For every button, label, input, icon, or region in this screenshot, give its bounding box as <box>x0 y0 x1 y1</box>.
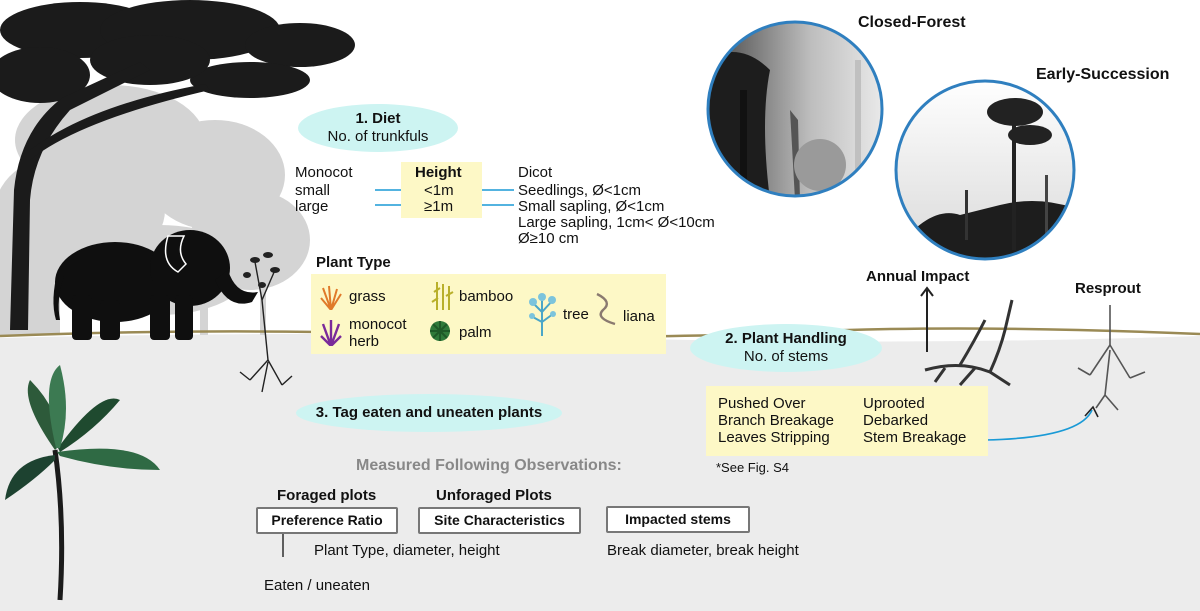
resprout-label: Resprout <box>1075 280 1141 297</box>
dicot-row: Seedlings, Ø<1cm <box>518 182 641 199</box>
liana-label: liana <box>623 308 655 325</box>
tree-icon <box>529 293 556 336</box>
preference-ratio-box: Preference Ratio <box>256 507 398 534</box>
height-header: Height <box>415 164 462 181</box>
elephant-ear <box>164 235 188 273</box>
resprout-plant <box>1077 305 1146 411</box>
stem-breakage-connector <box>984 409 1093 441</box>
impact-item: Stem Breakage <box>863 429 967 446</box>
impact-item: Debarked <box>863 412 929 429</box>
tree-label: tree <box>563 306 589 323</box>
impacts-box: Pushed Over Branch Breakage Leaves Strip… <box>706 386 988 456</box>
plant-handling-subtitle: No. of stems <box>743 348 829 365</box>
tree-silhouette <box>0 0 355 330</box>
dicot-row: Large sapling, 1cm< Ø<10cm <box>518 214 715 231</box>
tag-ellipse: 3. Tag eaten and uneaten plants <box>296 394 562 432</box>
impact-item: Leaves Stripping <box>718 429 830 446</box>
closed-forest-circle <box>706 20 884 198</box>
plant-type-box: grass monocot herb bamboo palm tree lian… <box>311 274 666 354</box>
monocot-small: small <box>295 182 331 199</box>
monocot-herb-icon <box>320 320 342 346</box>
eaten-uneaten: Eaten / uneaten <box>264 577 370 594</box>
monocot-large: large <box>295 198 329 215</box>
annual-impact-label: Annual Impact <box>866 268 970 285</box>
early-succession-circle <box>894 79 1076 261</box>
impact-item: Pushed Over <box>718 395 806 412</box>
palm-label: palm <box>459 324 492 341</box>
grass-icon <box>320 285 342 310</box>
palm-silhouette <box>5 365 160 601</box>
impacted-stems-box: Impacted stems <box>606 506 750 533</box>
dicot-row: Small sapling, Ø<1cm <box>518 198 665 215</box>
dicot-row: Ø≥10 cm <box>518 230 579 247</box>
plant-details: Plant Type, diameter, height <box>314 542 500 559</box>
measured-title: Measured Following Observations: <box>356 457 622 474</box>
closed-forest-label: Closed-Forest <box>858 14 966 31</box>
diet-title: 1. Diet <box>355 110 401 127</box>
palm-icon <box>430 321 450 341</box>
diet-ellipse: 1. Diet No. of trunkfuls <box>298 104 458 152</box>
closed-forest-photo <box>708 22 882 196</box>
height-high: ≥1m <box>424 198 454 215</box>
height-box <box>401 162 482 218</box>
early-succession-label: Early-Succession <box>1036 66 1170 83</box>
plant-type-title: Plant Type <box>316 254 391 271</box>
liana-icon <box>596 292 616 326</box>
uprooted-plant <box>239 261 293 393</box>
site-characteristics-box: Site Characteristics <box>418 507 581 534</box>
height-low: <1m <box>424 182 454 199</box>
monocot-header: Monocot <box>295 164 353 181</box>
unforaged-plots-header: Unforaged Plots <box>436 487 552 504</box>
annual-impact-marker <box>920 286 934 352</box>
bamboo-label: bamboo <box>459 288 514 305</box>
early-succession-photo <box>896 81 1074 259</box>
herb-label: herb <box>349 333 380 350</box>
tag-label: 3. Tag eaten and uneaten plants <box>315 404 543 421</box>
plant-handling-title: 2. Plant Handling <box>725 330 847 347</box>
diet-subtitle: No. of trunkfuls <box>327 128 429 145</box>
uprooted-plant-leaves <box>243 252 280 288</box>
monocot-label: monocot <box>349 316 407 333</box>
impact-item: Uprooted <box>863 395 925 412</box>
broken-plant <box>924 299 1014 387</box>
break-details: Break diameter, break height <box>607 542 799 559</box>
impact-item: Branch Breakage <box>718 412 834 429</box>
bamboo-icon <box>431 282 454 310</box>
dicot-header: Dicot <box>518 164 553 181</box>
grass-label: grass <box>349 288 386 305</box>
height-connectors <box>375 189 514 206</box>
elephant-silhouette <box>53 230 258 340</box>
foraged-plots-header: Foraged plots <box>277 487 377 504</box>
see-fig-note: *See Fig. S4 <box>716 460 789 475</box>
plant-handling-ellipse: 2. Plant Handling No. of stems <box>690 324 882 372</box>
